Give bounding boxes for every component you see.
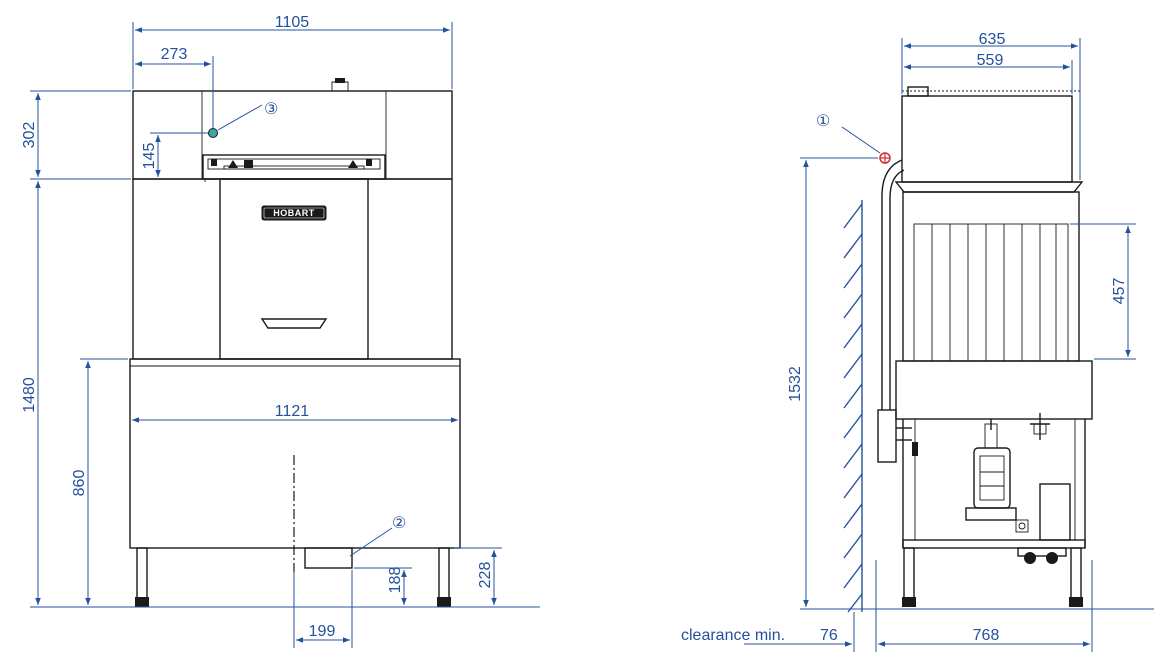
- dim-top-height: 302: [21, 90, 131, 180]
- door-handle[interactable]: [260, 318, 328, 329]
- side-view: ① 635 559 1532: [681, 31, 1154, 652]
- callout-2: ②: [392, 515, 406, 532]
- callout-3-leader: [217, 104, 263, 131]
- svg-text:1480: 1480: [21, 377, 38, 413]
- svg-text:635: 635: [979, 31, 1006, 48]
- dim-offset-left: 273: [135, 46, 214, 128]
- side-foot-left: [902, 597, 916, 607]
- svg-text:457: 457: [1111, 278, 1128, 305]
- front-view: HOBART ③ ② 1105: [21, 14, 540, 648]
- panel-switch-right: [366, 159, 372, 166]
- svg-text:188: 188: [387, 567, 404, 594]
- side-leg-left: [903, 547, 915, 601]
- dim-marker-height: 145: [141, 132, 208, 177]
- vent-cap: [335, 78, 345, 83]
- vent-stack: [331, 81, 349, 91]
- pump-motor: [965, 419, 1029, 533]
- frame-bottom-rail: [902, 539, 1086, 549]
- dim-base-width: 1121: [132, 403, 458, 423]
- svg-text:1121: 1121: [275, 403, 310, 420]
- dim-total-height: 1480: [21, 181, 41, 605]
- front-leg-right: [438, 547, 450, 601]
- connection-marker-1[interactable]: [879, 152, 891, 164]
- wall-hatching: [843, 200, 863, 613]
- front-foot-right: [437, 597, 451, 607]
- dim-overall-width: 1105: [132, 14, 453, 89]
- dim-curtain-height: 457: [1070, 223, 1136, 360]
- dim-hood-depth: 559: [904, 52, 1073, 94]
- hobart-logo: HOBART: [261, 205, 327, 221]
- side-body: [902, 191, 1080, 362]
- curtain-strips: [931, 224, 1057, 361]
- clearance-label: clearance min.: [681, 627, 785, 644]
- svg-text:559: 559: [977, 52, 1004, 69]
- callout-2-leader: [349, 527, 393, 557]
- callout-1-leader: [841, 126, 881, 154]
- svg-text:145: 145: [141, 143, 158, 170]
- panel-warning-left: [228, 160, 238, 168]
- svg-text:860: 860: [71, 470, 88, 497]
- panel-indicator: [244, 160, 253, 168]
- callout-3: ③: [264, 101, 278, 118]
- side-hood-cap: [907, 86, 929, 97]
- front-base: [129, 358, 461, 549]
- dim-drain-width: 199: [293, 570, 353, 648]
- panel-switch-left: [211, 159, 217, 166]
- svg-text:1105: 1105: [275, 14, 310, 31]
- dim-overall-depth: 635: [901, 31, 1081, 180]
- drain-valve-body: [1033, 423, 1047, 435]
- control-box: [1039, 483, 1071, 541]
- dim-base-height: 860: [71, 358, 128, 605]
- pipe-valve-box: [877, 409, 897, 463]
- svg-text:199: 199: [309, 623, 336, 640]
- panel-warning-right: [348, 160, 358, 168]
- side-hood: [901, 95, 1073, 183]
- side-shoulder: [894, 181, 1084, 193]
- connection-marker-3[interactable]: [208, 128, 218, 138]
- dim-drain-height-2: 228: [454, 547, 502, 605]
- supply-pipe: [877, 159, 918, 463]
- control-panel: [202, 154, 386, 180]
- svg-text:228: 228: [477, 562, 494, 589]
- callout-1: ①: [816, 113, 830, 130]
- front-leg-left: [136, 547, 148, 601]
- clearance-value: 76: [820, 627, 838, 644]
- side-base-top: [895, 360, 1093, 420]
- side-foot-right: [1069, 597, 1083, 607]
- dim-base-depth: 768: [853, 560, 1093, 652]
- side-leg-right: [1070, 547, 1082, 601]
- dim-drain-height-1: 188: [354, 567, 412, 605]
- curtain-frame: [913, 223, 1069, 362]
- logo-text: HOBART: [273, 208, 315, 218]
- svg-text:273: 273: [161, 46, 188, 63]
- dim-clearance: clearance min. 76: [681, 627, 900, 647]
- front-foot-left: [135, 597, 149, 607]
- svg-text:302: 302: [21, 122, 38, 149]
- svg-text:1532: 1532: [787, 366, 804, 402]
- dim-wall-height: 1532: [787, 157, 878, 607]
- svg-text:768: 768: [973, 627, 1000, 644]
- drain-outlet: [304, 547, 353, 569]
- side-drain: [1017, 547, 1067, 564]
